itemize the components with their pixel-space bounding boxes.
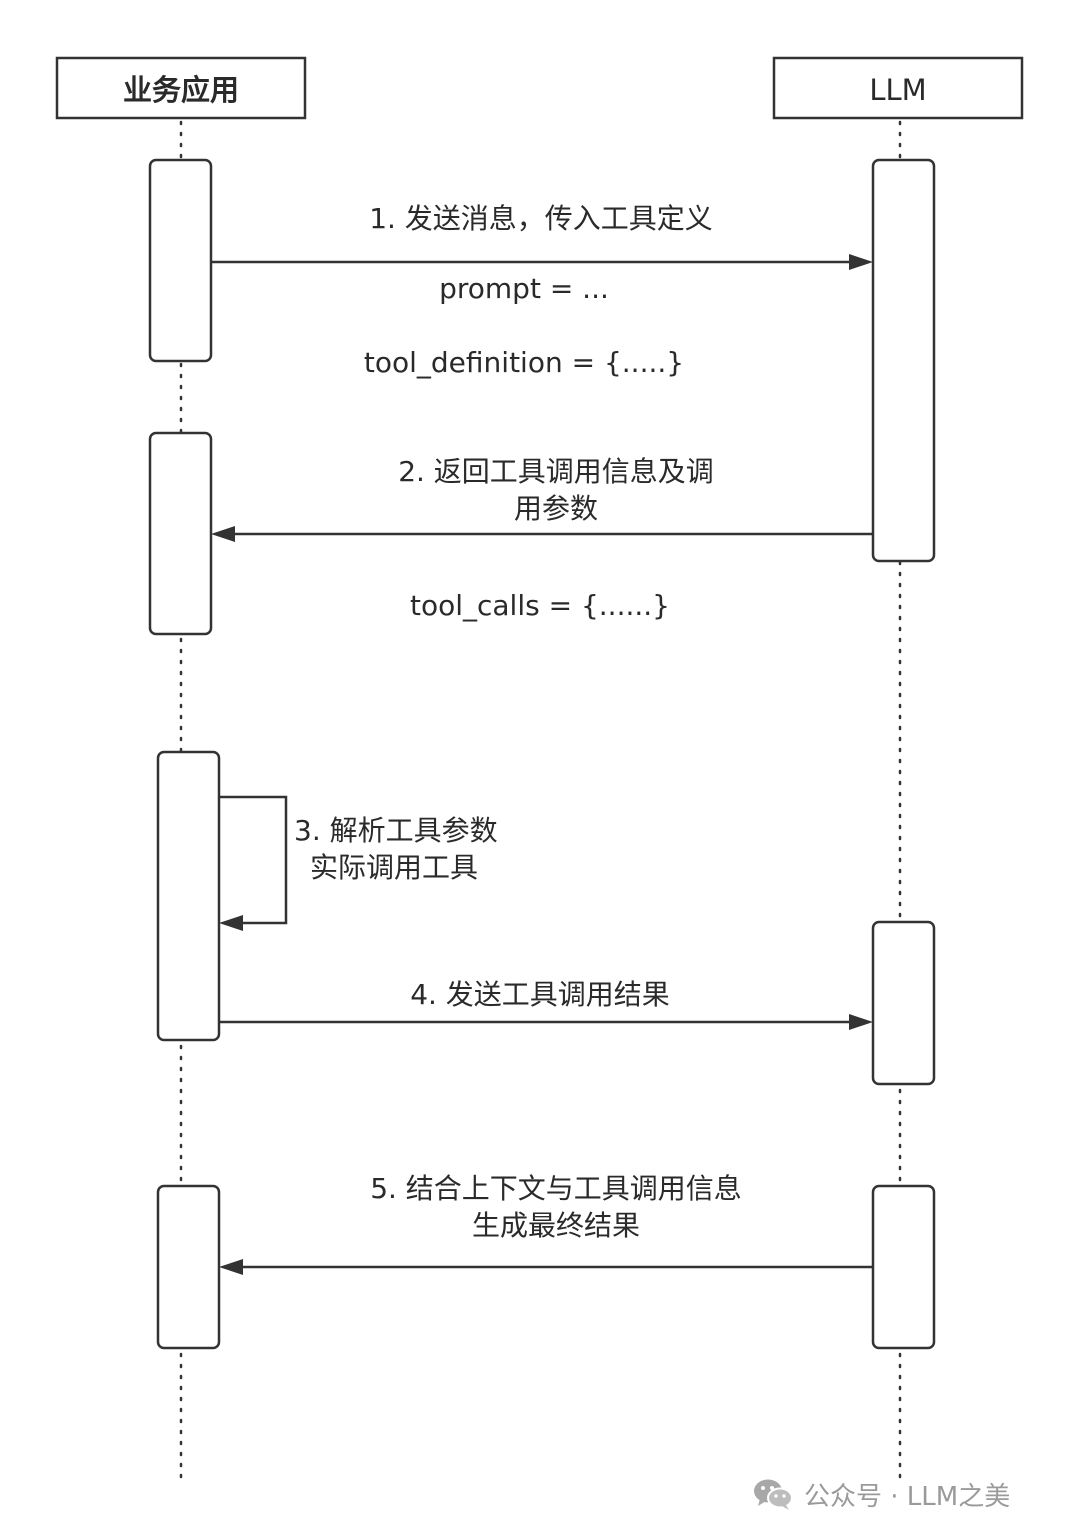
arrowhead-left-icon	[219, 915, 243, 931]
participant-llm-label: LLM	[869, 73, 926, 107]
activation-app-2	[148, 431, 213, 636]
participant-app: 业务应用	[55, 56, 307, 120]
message-5: 5. 结合上下文与工具调用信息 生成最终结果	[219, 1172, 873, 1275]
message-2: 2. 返回工具调用信息及调 用参数 tool_calls = {......}	[211, 455, 873, 622]
watermark: 公众号 · LLM之美	[752, 1474, 1010, 1514]
message-3-label-line1: 3. 解析工具参数	[294, 814, 498, 847]
message-5-label-line2: 生成最终结果	[472, 1209, 640, 1242]
message-2-label-line2: 用参数	[514, 492, 598, 525]
activation-llm-2	[871, 920, 936, 1086]
message-1-tool-definition: tool_definition = {.....}	[364, 346, 684, 379]
message-5-label-line1: 5. 结合上下文与工具调用信息	[370, 1172, 742, 1205]
message-1-prompt: prompt = ...	[439, 272, 609, 305]
participant-app-label: 业务应用	[123, 73, 239, 107]
message-2-label-line1: 2. 返回工具调用信息及调	[398, 455, 714, 488]
message-3-self-call: 3. 解析工具参数 实际调用工具	[219, 795, 498, 931]
arrowhead-right-icon	[849, 254, 873, 270]
wechat-icon	[754, 1479, 793, 1510]
arrowhead-left-icon	[219, 1259, 243, 1275]
activation-app-1	[148, 158, 213, 363]
activation-app-3	[156, 750, 221, 1042]
activation-llm-3	[871, 1184, 936, 1350]
message-3-label-line2: 实际调用工具	[310, 851, 478, 884]
watermark-text: 公众号 · LLM之美	[804, 1481, 1011, 1512]
activation-app-4	[156, 1184, 221, 1350]
activation-llm-1	[871, 158, 936, 563]
message-2-tool-calls: tool_calls = {......}	[410, 589, 670, 622]
message-4-label: 4. 发送工具调用结果	[410, 978, 670, 1011]
arrowhead-right-icon	[849, 1014, 873, 1030]
arrowhead-left-icon	[211, 526, 235, 542]
message-4: 4. 发送工具调用结果	[219, 978, 873, 1030]
message-1: 1. 发送消息，传入工具定义 prompt = ... tool_definit…	[211, 202, 873, 379]
participant-llm: LLM	[772, 56, 1024, 120]
message-1-label: 1. 发送消息，传入工具定义	[369, 202, 713, 235]
